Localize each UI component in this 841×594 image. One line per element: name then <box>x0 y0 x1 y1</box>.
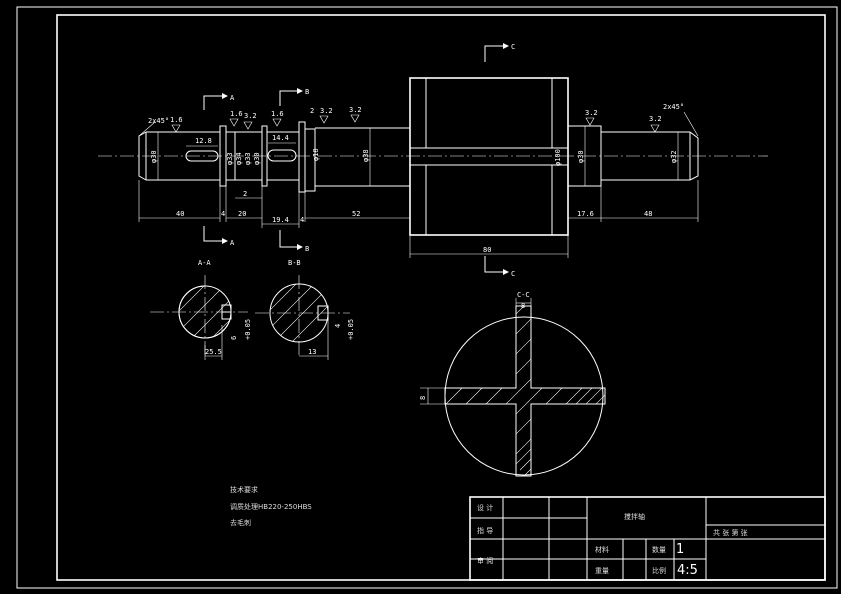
tb-design: 设 计 <box>477 503 493 512</box>
svg-text:3.2: 3.2 <box>320 107 333 115</box>
diameter-labels: φ30 φ33 φ34 φ33 φ30 φ18 φ38 φ100 φ30 φ32 <box>150 126 679 186</box>
svg-text:20: 20 <box>238 210 246 218</box>
svg-text:1.6: 1.6 <box>230 110 243 118</box>
svg-text:2x45°: 2x45° <box>663 103 684 111</box>
keyway-a <box>185 150 219 162</box>
section-marker-b-top: B <box>279 88 309 106</box>
svg-text:25.5: 25.5 <box>205 348 222 356</box>
svg-text:+0.05: +0.05 <box>244 319 252 340</box>
section-marker-a-top: A <box>203 93 235 110</box>
section-marker-b-bottom: B <box>279 230 309 253</box>
svg-text:2: 2 <box>310 107 314 115</box>
tb-quantity-value: 1 <box>676 542 684 557</box>
svg-text:4: 4 <box>334 324 342 328</box>
section-cc: C-C 8 8 <box>419 291 606 477</box>
svg-text:B: B <box>305 88 309 96</box>
roughness-marks: 2x45° 1.6 1.6 3.2 1.6 2 3.2 3.2 3.2 3.2 … <box>138 103 699 137</box>
svg-text:3.2: 3.2 <box>244 112 257 120</box>
svg-text:B-B: B-B <box>288 259 301 267</box>
svg-text:52: 52 <box>352 210 360 218</box>
svg-text:A-A: A-A <box>198 259 211 267</box>
notes-line1: 调质处理HB220-250HBS <box>230 502 312 511</box>
tb-guide: 指 导 <box>477 526 493 535</box>
svg-text:1.6: 1.6 <box>271 110 284 118</box>
section-bb: B-B 13 4 +0.05 <box>255 259 355 360</box>
svg-text:14.4: 14.4 <box>272 134 289 142</box>
svg-text:4: 4 <box>300 216 304 224</box>
section-aa: A-A 25.5 6 +0.05 <box>150 259 252 360</box>
keyway-dims: 12.8 14.4 <box>186 134 296 147</box>
svg-text:φ32: φ32 <box>670 150 678 163</box>
svg-text:B: B <box>305 245 309 253</box>
svg-text:+0.05: +0.05 <box>347 319 355 340</box>
shaft-profile <box>138 77 699 236</box>
svg-text:C-C: C-C <box>517 291 530 299</box>
section-marker-a-bottom: A <box>203 226 235 247</box>
svg-text:φ30: φ30 <box>253 152 261 165</box>
svg-text:C: C <box>511 270 515 278</box>
svg-text:3.2: 3.2 <box>649 115 662 123</box>
title-block: 设 计 指 导 审 阅 搅拌轴 材料 数量 1 重量 比例 4:5 共 张 第 … <box>469 496 826 581</box>
tb-part-name: 搅拌轴 <box>624 512 645 521</box>
svg-text:8: 8 <box>419 396 427 400</box>
tb-sheet-count: 共 张 第 张 <box>713 528 748 537</box>
svg-text:φ38: φ38 <box>362 149 370 162</box>
svg-text:2: 2 <box>243 190 247 198</box>
svg-text:40: 40 <box>176 210 184 218</box>
notes-line2: 去毛刺 <box>230 518 251 527</box>
svg-text:A: A <box>230 94 235 102</box>
tb-review: 审 阅 <box>477 556 493 565</box>
tb-material-label: 材料 <box>595 545 609 554</box>
svg-text:1.6: 1.6 <box>170 116 183 124</box>
tb-weight-label: 重量 <box>595 567 609 575</box>
svg-text:3.2: 3.2 <box>349 106 362 114</box>
tb-quantity-label: 数量 <box>652 545 666 554</box>
tb-scale-label: 比例 <box>652 566 666 575</box>
svg-text:17.6: 17.6 <box>577 210 594 218</box>
section-marker-c-bottom: C <box>484 256 515 278</box>
svg-text:13: 13 <box>308 348 316 356</box>
svg-text:φ30: φ30 <box>577 150 585 163</box>
svg-text:12.8: 12.8 <box>195 137 212 145</box>
notes-title: 技术要求 <box>230 485 258 494</box>
inner-border <box>56 14 826 581</box>
svg-text:φ30: φ30 <box>150 150 158 163</box>
svg-text:48: 48 <box>644 210 652 218</box>
svg-text:80: 80 <box>483 246 491 254</box>
svg-text:6: 6 <box>230 336 238 340</box>
svg-text:φ18: φ18 <box>312 148 320 161</box>
svg-text:2x45°: 2x45° <box>148 117 169 125</box>
svg-text:A: A <box>230 239 235 247</box>
mixing-drum <box>409 77 569 236</box>
svg-text:3.2: 3.2 <box>585 109 598 117</box>
svg-text:φ100: φ100 <box>554 149 562 166</box>
svg-text:19.4: 19.4 <box>272 216 289 224</box>
svg-text:4: 4 <box>221 210 225 218</box>
tb-scale-value: 4:5 <box>677 563 698 578</box>
hatch-aa <box>179 286 231 338</box>
technical-notes: 技术要求 调质处理HB220-250HBS 去毛刺 <box>230 485 312 527</box>
svg-text:φ33: φ33 <box>226 152 234 165</box>
hatch-cc <box>445 306 605 476</box>
outer-border <box>16 6 838 589</box>
length-dims: 40 20 4 2 19.4 4 52 80 17.6 48 <box>138 180 699 258</box>
svg-text:φ33: φ33 <box>244 152 252 165</box>
keyway-b <box>267 149 297 162</box>
svg-text:C: C <box>511 43 515 51</box>
section-marker-c-top: C <box>484 43 515 62</box>
svg-text:φ34: φ34 <box>235 152 243 165</box>
